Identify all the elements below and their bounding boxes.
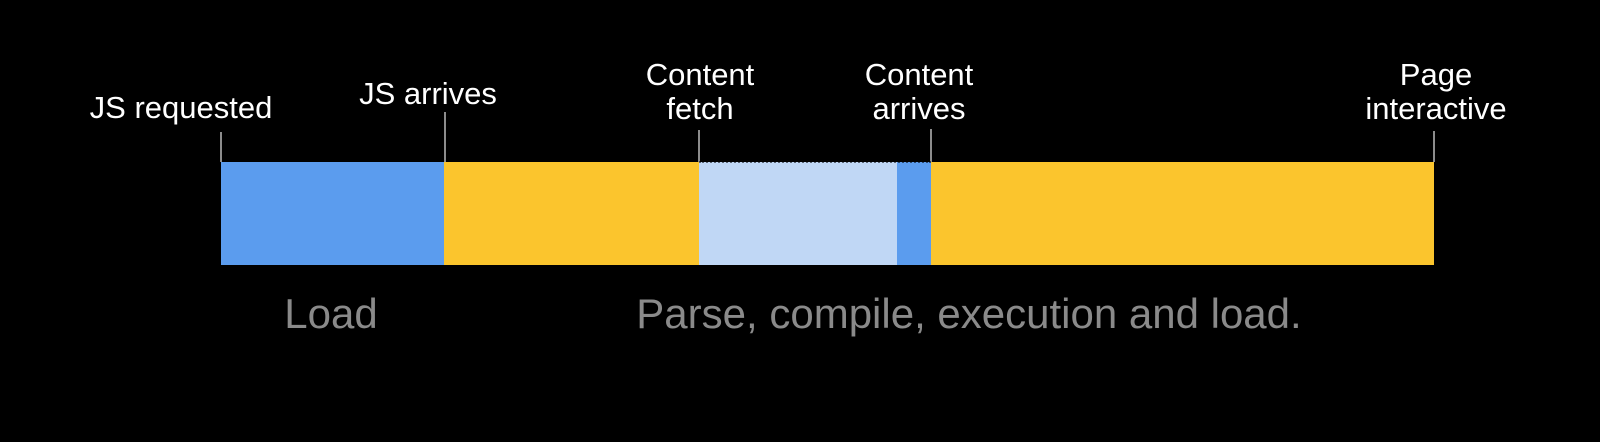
milestone-line: arrives	[872, 91, 966, 126]
milestone-label-content-fetch: Content fetch	[646, 58, 755, 126]
milestone-label-js-arrives: JS arrives	[359, 77, 497, 111]
milestone-line: Page	[1399, 57, 1473, 92]
tick-js-arrives	[444, 112, 446, 162]
segment-content-fetch-wait	[698, 162, 897, 265]
milestone-line: JS arrives	[359, 76, 497, 111]
milestone-line: Content	[645, 57, 755, 92]
milestone-label-js-requested: JS requested	[90, 91, 273, 125]
timeline-bar	[221, 162, 1434, 265]
tick-js-requested	[220, 132, 222, 162]
segment-execution-to-interactive	[930, 162, 1434, 265]
segment-parse-compile-before-fetch	[443, 162, 699, 265]
phase-label-parse-compile-execute: Parse, compile, execution and load.	[636, 290, 1302, 337]
tick-content-fetch	[698, 130, 700, 162]
milestone-label-content-arrives: Content arrives	[865, 58, 974, 126]
milestone-line: interactive	[1365, 91, 1507, 126]
tick-page-interactive	[1433, 131, 1435, 162]
milestone-label-page-interactive: Page interactive	[1365, 58, 1506, 126]
segment-js-request-to-arrival	[221, 162, 444, 265]
segment-content-arrival	[896, 162, 931, 265]
tick-content-arrives	[930, 129, 932, 162]
milestone-line: JS requested	[89, 90, 273, 125]
milestone-line: Content	[864, 57, 974, 92]
milestone-line: fetch	[666, 91, 734, 126]
dotted-boundary-line	[699, 161, 931, 163]
phase-label-load: Load	[284, 290, 378, 337]
